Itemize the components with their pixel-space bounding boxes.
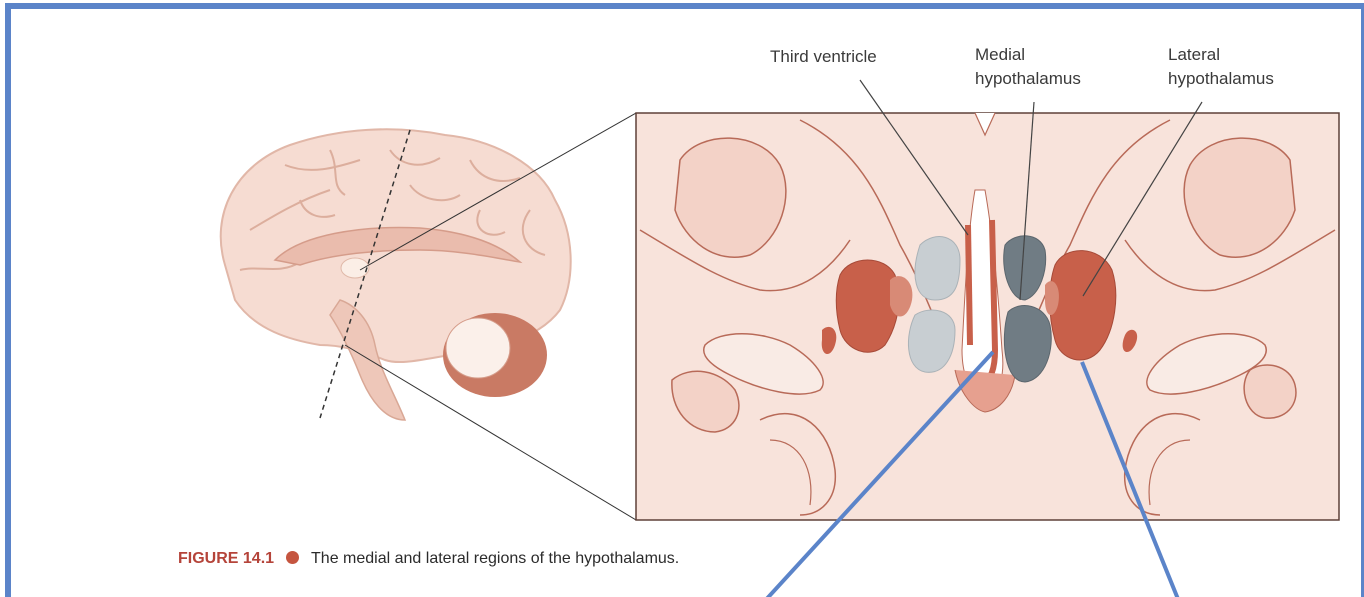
ventricle-wall-left	[968, 225, 970, 345]
left-medial-light-upper	[915, 237, 960, 300]
label-medial-line1: Medial	[975, 44, 1025, 65]
cerebellum-arbor	[446, 318, 510, 378]
label-medial-line2: hypothalamus	[975, 68, 1081, 89]
figure-caption: FIGURE 14.1 The medial and lateral region…	[178, 550, 679, 568]
label-lateral-line1: Lateral	[1168, 44, 1220, 65]
thalamus	[341, 258, 369, 278]
sagittal-brain	[221, 113, 636, 520]
caption-text: The medial and lateral regions of the hy…	[311, 550, 679, 567]
label-lateral-line2: hypothalamus	[1168, 68, 1274, 89]
label-third-ventricle: Third ventricle	[770, 46, 877, 67]
caption-bullet-icon	[286, 551, 299, 564]
right-temporal-lobe	[1244, 365, 1296, 418]
coronal-section	[636, 113, 1339, 520]
figure-number: FIGURE 14.1	[178, 550, 274, 567]
